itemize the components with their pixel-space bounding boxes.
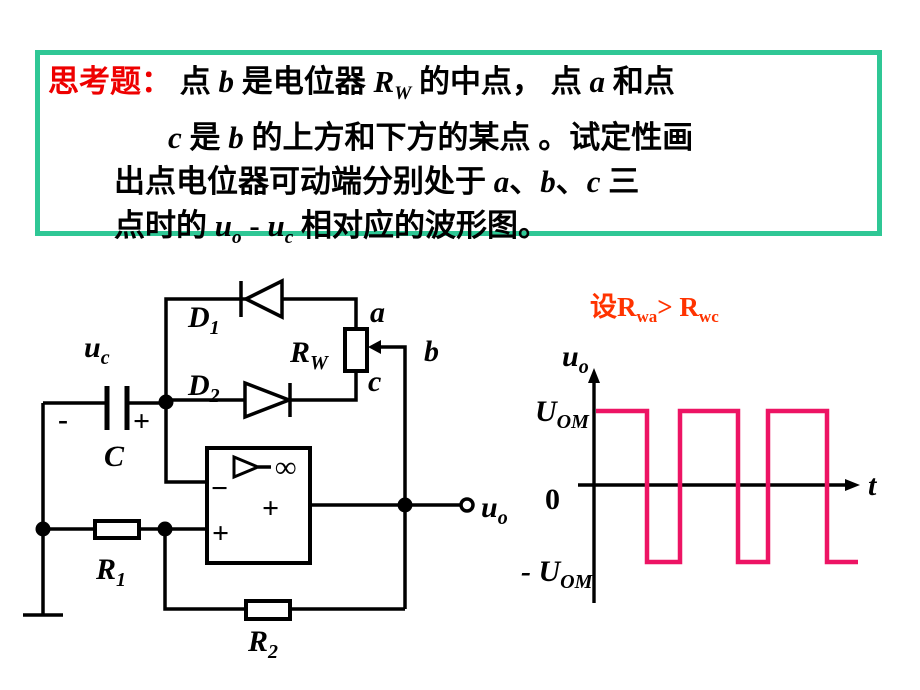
d2-label: D2 <box>187 369 220 407</box>
junction-dot-capacitor <box>158 394 174 410</box>
feedback-bottom-wire <box>163 529 405 611</box>
y-axis-arrow-icon <box>588 368 600 383</box>
uom-high-label: UOM <box>535 395 590 433</box>
opamp-triangle-icon <box>232 454 271 480</box>
output-terminal-icon <box>459 497 475 513</box>
condition-label: 设Rwa> Rwc <box>590 292 719 326</box>
opamp-output-plus-label: + <box>262 492 279 525</box>
waveform-ylabel: uo <box>562 340 589 378</box>
junction-dot-left-rail <box>35 521 51 537</box>
waveform-xlabel: t <box>868 469 878 502</box>
opamp-input-plus-label: + <box>212 517 229 550</box>
node-b-label: b <box>424 335 439 368</box>
r2-label: R2 <box>247 625 278 663</box>
r1-label: R1 <box>95 553 126 591</box>
node-c-label: c <box>368 365 381 398</box>
d2-branch-wire <box>166 371 358 402</box>
capacitor-plus-label: + <box>133 405 150 438</box>
waveform-line <box>596 408 858 565</box>
inverting-input-wire <box>164 403 207 484</box>
resistor-r2-body <box>244 599 292 621</box>
potentiometer-wiper-arrow-icon <box>368 340 381 354</box>
opamp-minus-label: − <box>211 472 228 505</box>
opamp-gain-label: ∞ <box>275 451 296 484</box>
wiper-rail <box>372 345 407 609</box>
question-line-4: 点时的 uo - uc 相对应的波形图。 <box>114 208 549 249</box>
diode-d2-icon <box>243 380 294 420</box>
multivibrator-circuit: ∞ − + + uc - + C D1 D2 RW a b c R1 R2 uo <box>23 278 508 663</box>
capacitor-minus-label: - <box>58 403 68 436</box>
diode-d1-icon <box>239 278 284 320</box>
potentiometer-rw-body <box>343 327 369 373</box>
uo-output-label: uo <box>481 491 508 529</box>
junction-dot-noninverting <box>157 521 173 537</box>
origin-label: 0 <box>545 483 560 516</box>
d1-label: D1 <box>187 301 220 339</box>
capacitor-c-label: C <box>104 440 125 473</box>
node-a-label: a <box>370 296 385 329</box>
rw-label: RW <box>289 336 329 374</box>
junction-dot-output <box>397 497 413 513</box>
uom-low-label: - UOM <box>521 555 594 593</box>
x-axis-arrow-icon <box>845 479 860 491</box>
question-box: 思考题： 点 b 是电位器 RW 的中点， 点 a 和点 c 是 b 的上方和下… <box>35 50 882 248</box>
resistor-r1-body <box>93 519 141 540</box>
opamp-body <box>205 446 312 565</box>
question-line-3: 出点电位器可动端分别处于 a、b、c 三 <box>114 164 640 200</box>
uc-label: uc <box>84 331 110 369</box>
question-line-1: 思考题： 点 b 是电位器 RW 的中点， 点 a 和点 <box>48 64 675 105</box>
waveform-plot: 设Rwa> Rwc uo UOM 0 - UOM t <box>521 292 878 603</box>
question-line-2: c 是 b 的上方和下方的某点 。试定性画 <box>168 120 694 156</box>
